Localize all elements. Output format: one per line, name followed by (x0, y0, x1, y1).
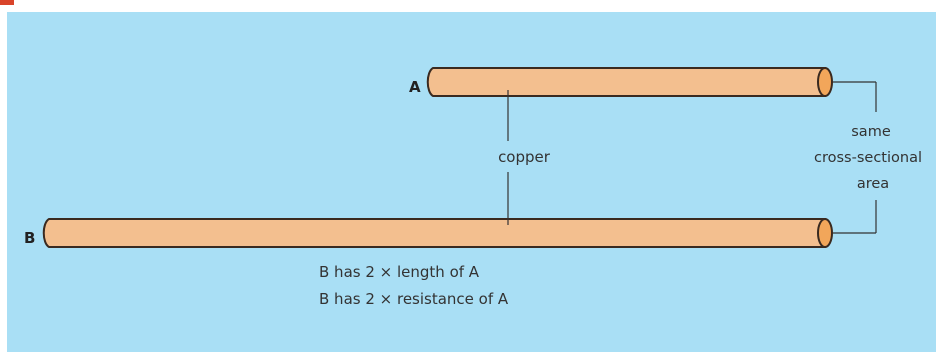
copper-label: copper (498, 148, 551, 166)
rod-b-body (44, 219, 825, 247)
rod-a-label: A (409, 78, 421, 96)
rod-a (428, 68, 832, 96)
area-label-line-2: cross-sectional (814, 150, 922, 166)
caption-length: B has 2 × length of A (319, 263, 479, 281)
caption-resistance: B has 2 × resistance of A (319, 290, 508, 308)
area-label-line-3: area (857, 176, 889, 192)
rod-b (44, 219, 832, 247)
rod-a-end (818, 68, 832, 96)
area-label-line-1: same (851, 124, 891, 140)
rod-a-body (428, 68, 825, 96)
rod-b-end (818, 219, 832, 247)
rod-b-label: B (24, 229, 35, 247)
